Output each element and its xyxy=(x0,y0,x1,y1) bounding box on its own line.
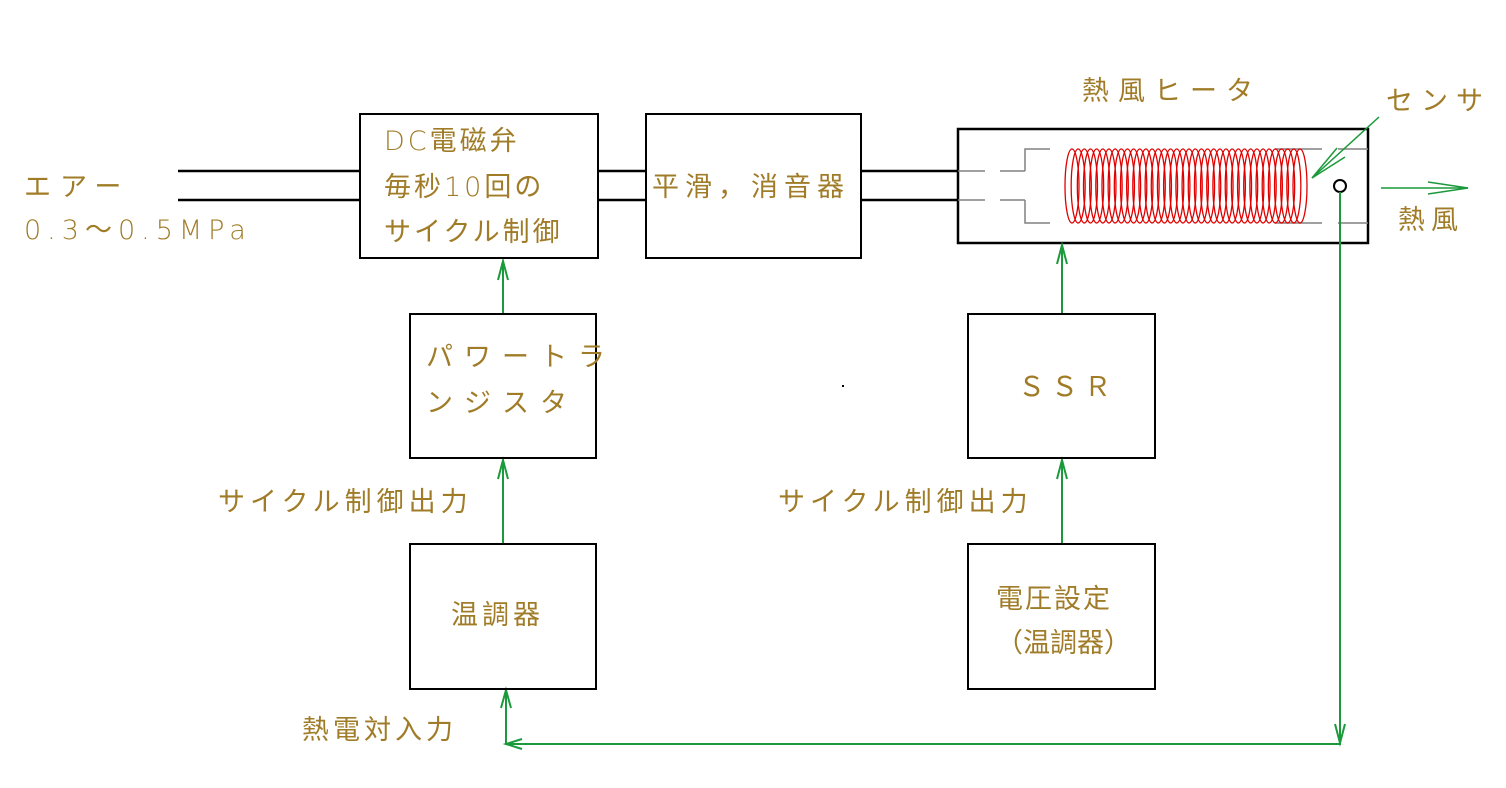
coil-loop xyxy=(1286,148,1302,224)
smoother-label: 平滑，消音器 xyxy=(652,172,850,203)
temp-controller-box xyxy=(409,543,597,690)
coil-loop xyxy=(1113,148,1129,224)
coil-loop xyxy=(1292,148,1308,224)
heater-coil xyxy=(1064,148,1308,224)
arrowhead-ssr xyxy=(1056,456,1068,480)
arrowhead-feedback-down xyxy=(1334,723,1346,747)
arrowhead-valve xyxy=(497,257,509,281)
thermocouple-input-label: 熱電対入力 xyxy=(302,715,457,746)
coil-loop xyxy=(1144,148,1160,224)
hot-air-arrow xyxy=(1381,181,1469,195)
voltage-setting-line1: 電圧設定 xyxy=(996,584,1112,615)
cycle-output-left-label: サイクル制御出力 xyxy=(218,487,473,518)
power-transistor-line2: ンジスタ xyxy=(426,388,578,419)
hot-air-label: 熱風 xyxy=(1398,205,1464,236)
coil-loop xyxy=(1070,148,1086,224)
arrowhead-transistor xyxy=(497,456,509,480)
voltage-setting-box xyxy=(967,543,1156,690)
coil-loop xyxy=(1249,148,1265,224)
coil-loop xyxy=(1175,148,1191,224)
heater-box xyxy=(956,127,1370,245)
coil-loop xyxy=(1236,148,1253,224)
coil-loop xyxy=(1267,148,1284,224)
smoother-box xyxy=(645,113,862,259)
arrowhead-temp-controller xyxy=(500,686,512,709)
coil-loop xyxy=(1064,148,1080,224)
cycle-output-right-label: サイクル制御出力 xyxy=(778,487,1033,518)
heater-title: 熱風ヒータ xyxy=(1082,76,1262,107)
coil-loop xyxy=(1132,148,1148,224)
sensor-leader-arrow xyxy=(1311,116,1380,179)
coil-loop xyxy=(1138,148,1154,224)
coil-loop xyxy=(1255,148,1271,224)
coil-loop xyxy=(1169,148,1185,224)
valve-label-line2: 毎秒10回の xyxy=(384,172,545,203)
coil-loop xyxy=(1187,148,1203,224)
coil-loop xyxy=(1224,148,1240,224)
power-transistor-box xyxy=(409,313,597,459)
ssr-label: ＳＳＲ xyxy=(1018,372,1117,403)
coil-loop xyxy=(1273,148,1290,224)
coil-loop xyxy=(1095,148,1111,224)
air-label: エアー xyxy=(24,172,131,203)
air-pressure-label: 0.3～0.5MPa xyxy=(24,215,252,246)
coil-loop xyxy=(1119,148,1136,224)
coil-loop xyxy=(1193,148,1210,224)
stray-dot xyxy=(842,385,844,387)
coil-loop xyxy=(1082,148,1099,224)
ssr-box xyxy=(967,313,1156,459)
arrowhead-feedback-left xyxy=(502,738,523,750)
coil-loop xyxy=(1199,148,1216,224)
valve-box xyxy=(359,113,599,259)
sensor-icon xyxy=(1333,179,1347,193)
coil-loop xyxy=(1150,148,1166,224)
coil-loop xyxy=(1212,148,1228,224)
coil-loop xyxy=(1125,148,1142,224)
coil-loop xyxy=(1230,148,1247,224)
coil-loop xyxy=(1218,148,1234,224)
valve-label-line3: サイクル制御 xyxy=(384,217,563,248)
thermocouple-feedback-line xyxy=(505,192,1341,745)
arrowhead-heater xyxy=(1056,241,1068,265)
coil-loop xyxy=(1076,148,1092,224)
coil-loop xyxy=(1280,148,1296,224)
temp-controller-label: 温調器 xyxy=(451,600,544,631)
coil-loop xyxy=(1181,148,1197,224)
coil-loop xyxy=(1107,148,1123,224)
coil-loop xyxy=(1101,148,1117,224)
coil-loop xyxy=(1088,148,1105,224)
coil-loop xyxy=(1261,148,1277,224)
voltage-setting-line2: （温調器） xyxy=(996,628,1131,659)
coil-loop xyxy=(1162,148,1179,224)
coil-loop xyxy=(1243,148,1259,224)
coil-loop xyxy=(1206,148,1222,224)
power-transistor-line1: パワートラ xyxy=(426,342,616,373)
valve-label-line1: DC電磁弁 xyxy=(384,126,520,157)
sensor-label: センサ xyxy=(1386,86,1491,117)
coil-loop xyxy=(1156,148,1173,224)
